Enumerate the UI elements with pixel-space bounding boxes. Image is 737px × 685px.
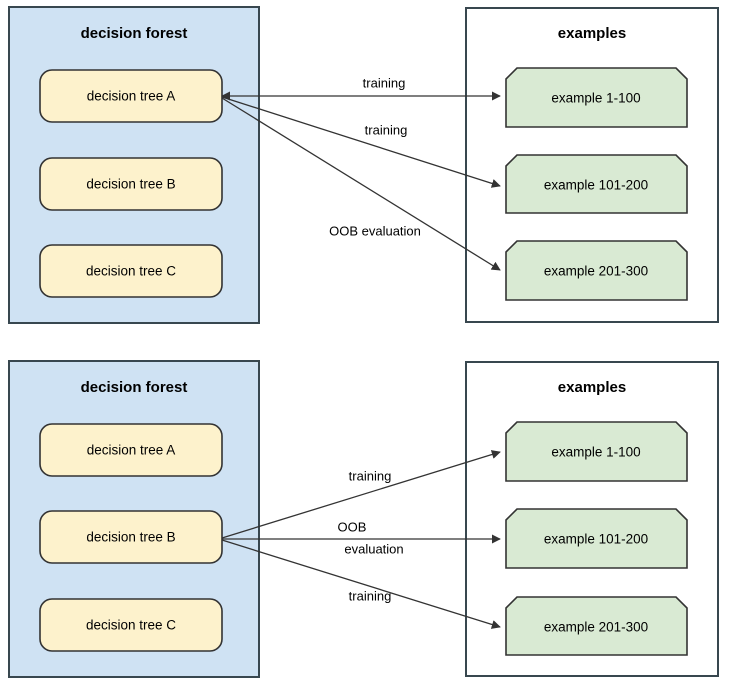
example-box-101-200-top[interactable] xyxy=(505,154,688,214)
panel-title-decision-forest-bottom: decision forest xyxy=(81,379,188,396)
panel-title-examples-top: examples xyxy=(558,25,626,42)
example-box-201-300-top[interactable] xyxy=(505,240,688,301)
example-label-201-300-top: example 201-300 xyxy=(544,264,648,279)
tree-box-c-top[interactable] xyxy=(39,244,223,298)
panel-title-decision-forest-top: decision forest xyxy=(81,25,188,42)
example-label-1-100-top: example 1-100 xyxy=(551,91,640,106)
edge-tree-b-to-example-1-100 xyxy=(221,450,501,539)
example-box-1-100-top[interactable] xyxy=(505,67,688,128)
edge-label-tree-a-training-2: training xyxy=(365,122,408,137)
tree-label-b-bottom: decision tree B xyxy=(86,530,175,545)
example-label-101-200-bottom: example 101-200 xyxy=(544,532,648,547)
panel-title-examples-bottom: examples xyxy=(558,379,626,396)
tree-label-c-top: decision tree C xyxy=(86,264,176,279)
example-label-201-300-bottom: example 201-300 xyxy=(544,620,648,635)
edge-label-tree-b-training-1: training xyxy=(349,468,392,483)
tree-box-b-bottom[interactable] xyxy=(39,510,223,564)
edge-tree-a-to-example-101-200 xyxy=(221,96,501,188)
edge-label-tree-b-oob-line2: evaluation xyxy=(344,541,403,556)
diagram-top: decision forest decision tree A decision… xyxy=(8,6,719,324)
tree-label-a-top: decision tree A xyxy=(87,89,176,104)
tree-box-a-bottom[interactable] xyxy=(39,423,223,477)
tree-box-c-bottom[interactable] xyxy=(39,598,223,652)
edge-label-tree-a-oob: OOB evaluation xyxy=(329,223,421,238)
tree-label-b-top: decision tree B xyxy=(86,177,175,192)
example-label-101-200-top: example 101-200 xyxy=(544,178,648,193)
edge-tree-b-to-example-201-300 xyxy=(221,539,501,629)
tree-label-c-bottom: decision tree C xyxy=(86,618,176,633)
edge-tree-a-to-example-201-300 xyxy=(221,97,501,271)
example-box-1-100-bottom[interactable] xyxy=(505,421,688,482)
edge-label-tree-b-oob-line1: OOB xyxy=(338,519,367,534)
edge-label-tree-b-training-2: training xyxy=(349,588,392,603)
tree-box-b-top[interactable] xyxy=(39,157,223,211)
diagram-bottom: decision forest decision tree A decision… xyxy=(8,360,719,678)
example-box-101-200-bottom[interactable] xyxy=(505,508,688,569)
edge-label-tree-a-training-1: training xyxy=(363,75,406,90)
tree-label-a-bottom: decision tree A xyxy=(87,443,176,458)
example-box-201-300-bottom[interactable] xyxy=(505,596,688,656)
example-label-1-100-bottom: example 1-100 xyxy=(551,445,640,460)
